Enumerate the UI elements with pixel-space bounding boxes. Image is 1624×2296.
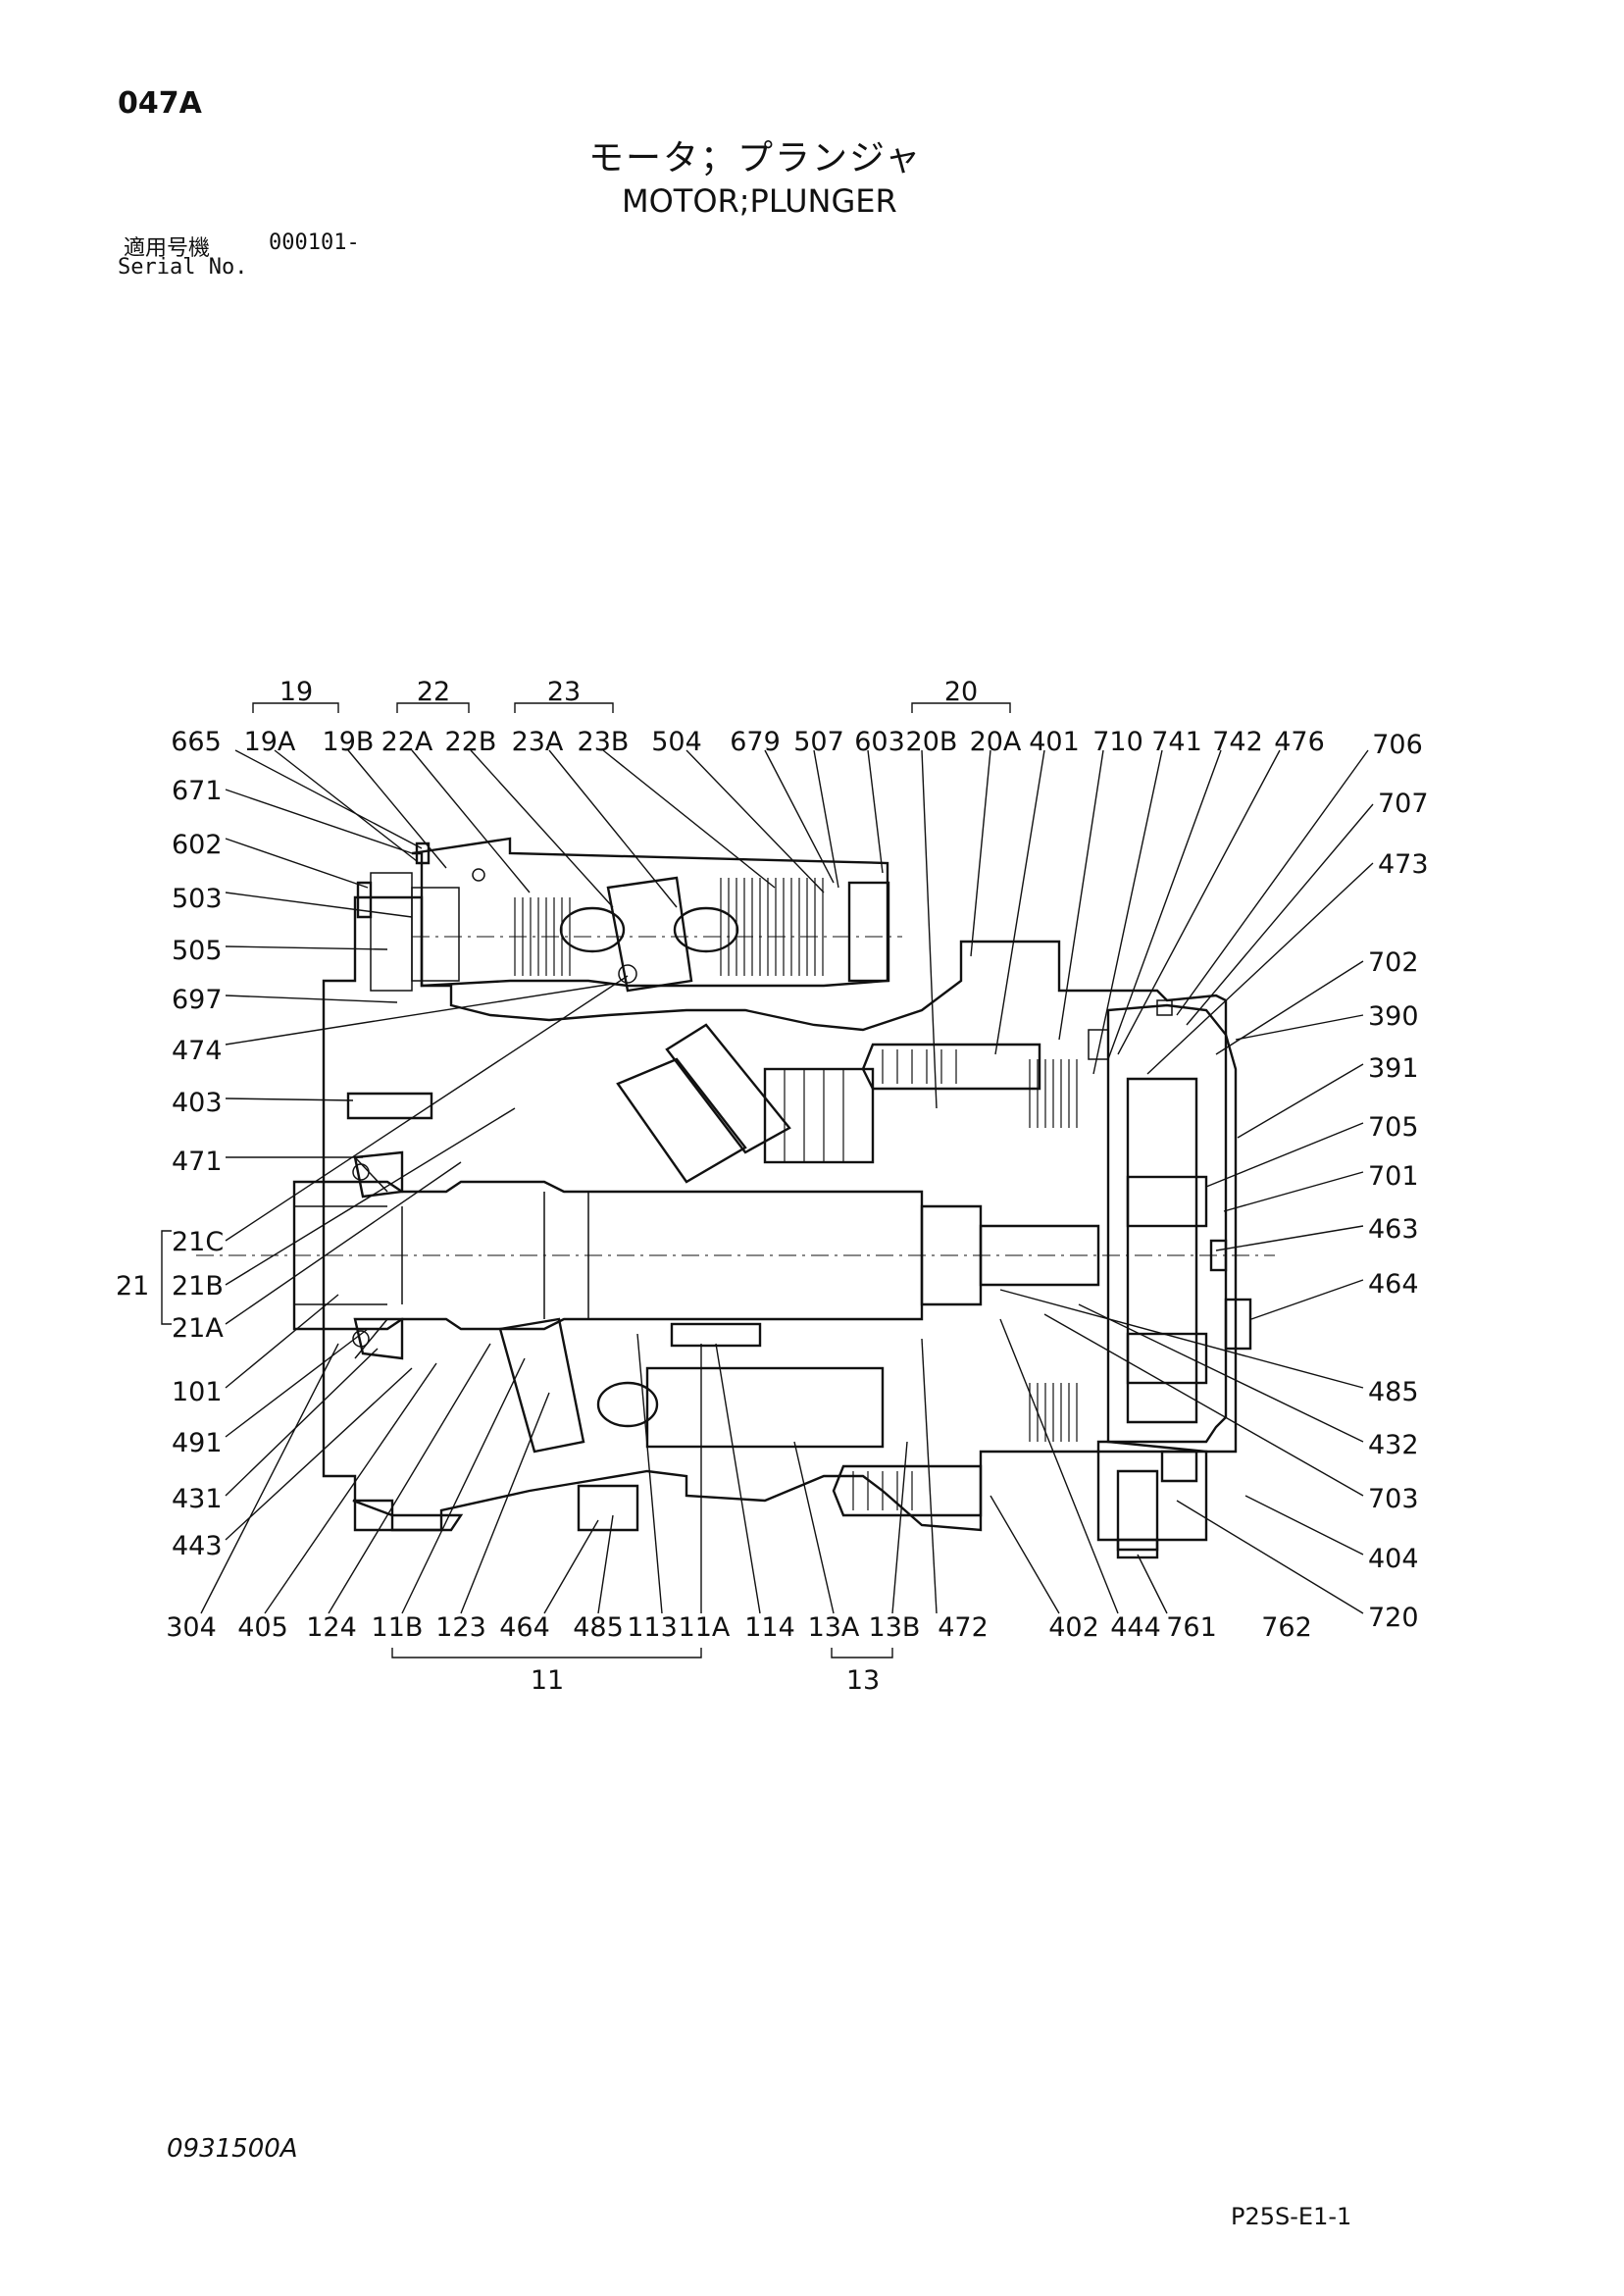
part-callout: 444 bbox=[1110, 1612, 1161, 1643]
part-callout: 464 bbox=[499, 1612, 550, 1643]
part-callout: 113 bbox=[627, 1612, 678, 1643]
title-japanese: モータ；プランジャ bbox=[588, 138, 923, 179]
serial-value: 000101- bbox=[269, 230, 360, 255]
part-callout: 473 bbox=[1378, 849, 1429, 880]
callout-labels-top: 19 22 23 20 665 19A 19B 22A 22B 23A 23B … bbox=[171, 677, 1423, 760]
part-callout: 474 bbox=[172, 1036, 223, 1066]
part-callout: 720 bbox=[1368, 1603, 1419, 1633]
part-callout: 304 bbox=[166, 1612, 217, 1643]
part-callout: 476 bbox=[1274, 727, 1325, 757]
callout-leader-lines bbox=[161, 702, 1374, 1658]
part-callout: 710 bbox=[1092, 727, 1143, 757]
part-callout: 602 bbox=[172, 830, 223, 860]
part-callout: 21A bbox=[172, 1313, 224, 1344]
part-callout: 706 bbox=[1372, 730, 1423, 760]
part-callout: 705 bbox=[1368, 1112, 1419, 1143]
part-callout: 671 bbox=[172, 776, 223, 806]
part-callout: 762 bbox=[1261, 1612, 1312, 1643]
part-callout: 13B bbox=[869, 1612, 921, 1643]
part-callout: 703 bbox=[1368, 1484, 1419, 1514]
part-callout: 431 bbox=[172, 1484, 223, 1514]
part-callout: 505 bbox=[172, 936, 223, 966]
part-callout: 485 bbox=[1368, 1377, 1419, 1407]
part-callout: 101 bbox=[172, 1377, 223, 1407]
part-callout: 21C bbox=[172, 1227, 224, 1257]
part-callout: 603 bbox=[854, 727, 905, 757]
part-callout: 11A bbox=[679, 1612, 731, 1643]
group-label: 11 bbox=[531, 1665, 564, 1696]
part-callout: 22B bbox=[445, 727, 497, 757]
part-callout: 20A bbox=[970, 727, 1022, 757]
part-callout: 21B bbox=[172, 1271, 224, 1301]
part-callout: 761 bbox=[1166, 1612, 1217, 1643]
part-callout: 19B bbox=[323, 727, 375, 757]
part-callout: 403 bbox=[172, 1088, 223, 1118]
part-callout: 485 bbox=[573, 1612, 624, 1643]
group-label: 13 bbox=[846, 1665, 880, 1696]
part-callout: 23A bbox=[512, 727, 564, 757]
part-callout: 679 bbox=[730, 727, 781, 757]
part-callout: 13A bbox=[808, 1612, 860, 1643]
part-callout: 702 bbox=[1368, 947, 1419, 978]
part-callout: 401 bbox=[1029, 727, 1080, 757]
group-label: 19 bbox=[279, 677, 313, 707]
part-callout: 472 bbox=[938, 1612, 989, 1643]
part-callout: 20B bbox=[906, 727, 958, 757]
part-callout: 405 bbox=[237, 1612, 288, 1643]
part-callout: 432 bbox=[1368, 1430, 1419, 1460]
callout-labels-bottom: 304 405 124 11B 123 464 485 113 11A 114 … bbox=[166, 1612, 1312, 1696]
part-callout: 11B bbox=[372, 1612, 424, 1643]
motor-cross-section bbox=[196, 837, 1275, 1559]
part-callout: 507 bbox=[793, 727, 844, 757]
part-callout: 123 bbox=[435, 1612, 486, 1643]
title-english: MOTOR;PLUNGER bbox=[622, 182, 897, 220]
part-callout: 443 bbox=[172, 1531, 223, 1561]
part-callout: 471 bbox=[172, 1147, 223, 1177]
part-callout: 23B bbox=[578, 727, 630, 757]
group-label: 22 bbox=[417, 677, 450, 707]
part-callout: 701 bbox=[1368, 1161, 1419, 1192]
part-callout: 707 bbox=[1378, 789, 1429, 819]
group-label: 21 bbox=[116, 1271, 149, 1301]
part-callout: 22A bbox=[381, 727, 433, 757]
part-callout: 19A bbox=[244, 727, 296, 757]
part-callout: 402 bbox=[1048, 1612, 1099, 1643]
serial-label-english: Serial No. bbox=[118, 255, 248, 280]
callout-labels-right: 707 473 702 390 391 705 701 463 464 485 … bbox=[1368, 789, 1429, 1633]
part-callout: 404 bbox=[1368, 1544, 1419, 1574]
part-callout: 742 bbox=[1212, 727, 1263, 757]
part-callout: 503 bbox=[172, 884, 223, 914]
part-callout: 463 bbox=[1368, 1214, 1419, 1245]
serial-label-japanese: 適用号機 bbox=[124, 236, 211, 261]
part-callout: 697 bbox=[172, 985, 223, 1015]
part-callout: 464 bbox=[1368, 1269, 1419, 1300]
callout-labels-left: 671 602 503 505 697 474 403 471 21C 21B … bbox=[116, 776, 224, 1561]
page-reference: P25S-E1-1 bbox=[1231, 2203, 1352, 2230]
part-callout: 741 bbox=[1151, 727, 1202, 757]
drawing-number: 0931500A bbox=[167, 2134, 298, 2164]
part-callout: 391 bbox=[1368, 1053, 1419, 1084]
group-label: 23 bbox=[547, 677, 581, 707]
part-callout: 114 bbox=[744, 1612, 795, 1643]
part-callout: 491 bbox=[172, 1428, 223, 1458]
part-callout: 504 bbox=[651, 727, 702, 757]
group-label: 20 bbox=[944, 677, 978, 707]
part-callout: 124 bbox=[306, 1612, 357, 1643]
part-callout: 665 bbox=[171, 727, 222, 757]
part-callout: 390 bbox=[1368, 1001, 1419, 1032]
page-code: 047A bbox=[118, 86, 202, 121]
